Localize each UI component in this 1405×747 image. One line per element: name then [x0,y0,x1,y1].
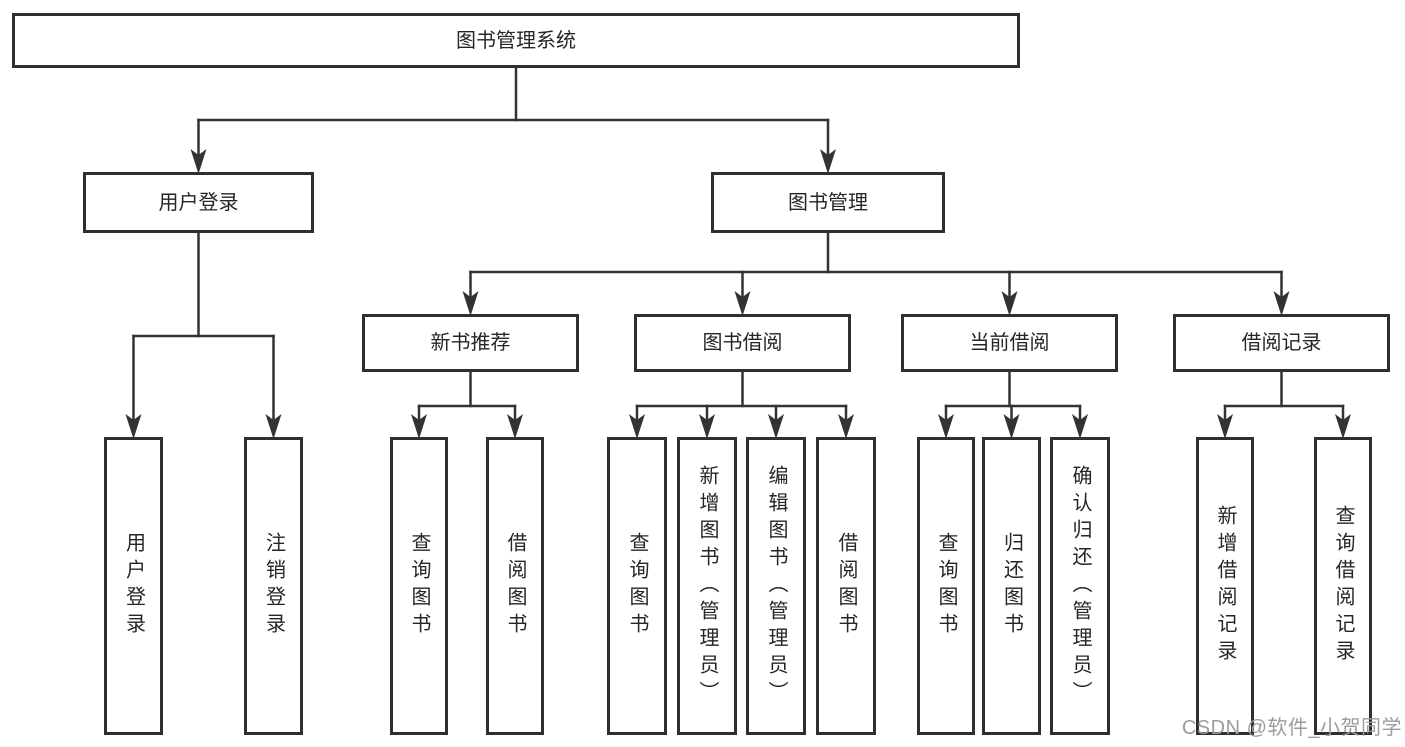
node-label: 新增图书（管理员） [696,464,718,708]
arrow-down-icon [1217,414,1233,439]
node-label: 借阅图书 [504,532,526,640]
arrow-down-icon [938,414,954,439]
arrow-down-icon [1003,414,1020,439]
node-bb-borrow: 借阅图书 [816,437,876,735]
node-label: 注销登录 [262,532,285,640]
arrow-down-icon [838,414,854,439]
arrow-down-icon [1001,291,1018,316]
arrow-down-icon [190,149,207,174]
arrow-down-icon [629,414,645,439]
node-label: 查询借阅记录 [1332,505,1354,667]
node-borrow-records: 借阅记录 [1173,314,1390,372]
node-label: 编辑图书（管理员） [765,464,787,708]
arrow-down-icon [820,149,836,174]
node-label: 确认归还（管理员） [1069,464,1091,708]
arrow-down-icon [507,414,523,439]
node-user-login: 用户登录 [83,172,314,233]
node-label: 用户登录 [122,532,145,640]
node-new-book-rec: 新书推荐 [362,314,579,372]
node-label: 图书管理系统 [456,29,576,52]
node-label: 用户登录 [158,191,239,214]
node-label: 新书推荐 [430,332,511,354]
node-root: 图书管理系统 [12,13,1020,68]
node-cb-confirm: 确认归还（管理员） [1050,437,1110,735]
node-nbr-query: 查询图书 [390,437,448,735]
node-br-add: 新增借阅记录 [1196,437,1254,735]
arrow-down-icon [734,291,751,316]
node-label: 查询图书 [408,532,430,640]
node-label: 查询图书 [626,532,648,640]
node-label: 归还图书 [1000,532,1023,640]
node-label: 借阅记录 [1241,332,1322,354]
arrow-down-icon [125,414,142,439]
node-cb-query: 查询图书 [917,437,975,735]
arrow-down-icon [699,414,715,439]
node-bb-query: 查询图书 [607,437,667,735]
node-label: 查询图书 [935,532,957,640]
arrow-down-icon [1273,291,1290,316]
arrow-down-icon [1072,414,1088,439]
node-logout-op: 注销登录 [244,437,303,735]
node-bb-add: 新增图书（管理员） [677,437,737,735]
node-bb-edit: 编辑图书（管理员） [746,437,806,735]
arrow-down-icon [411,414,427,439]
node-book-borrow: 图书借阅 [634,314,851,372]
node-label: 借阅图书 [835,532,857,640]
arrow-down-icon [768,414,784,439]
arrow-down-icon [265,414,282,439]
arrow-down-icon [1335,414,1351,439]
node-label: 图书管理 [788,191,868,214]
node-nbr-borrow: 借阅图书 [486,437,544,735]
node-label: 新增借阅记录 [1214,505,1236,667]
node-current-borrow: 当前借阅 [901,314,1118,372]
node-label: 当前借阅 [969,332,1050,354]
arrow-down-icon [462,291,479,316]
node-book-mgmt: 图书管理 [711,172,945,233]
node-cb-return: 归还图书 [982,437,1041,735]
node-label: 图书借阅 [702,332,783,354]
node-login-op: 用户登录 [104,437,163,735]
node-br-query: 查询借阅记录 [1314,437,1372,735]
